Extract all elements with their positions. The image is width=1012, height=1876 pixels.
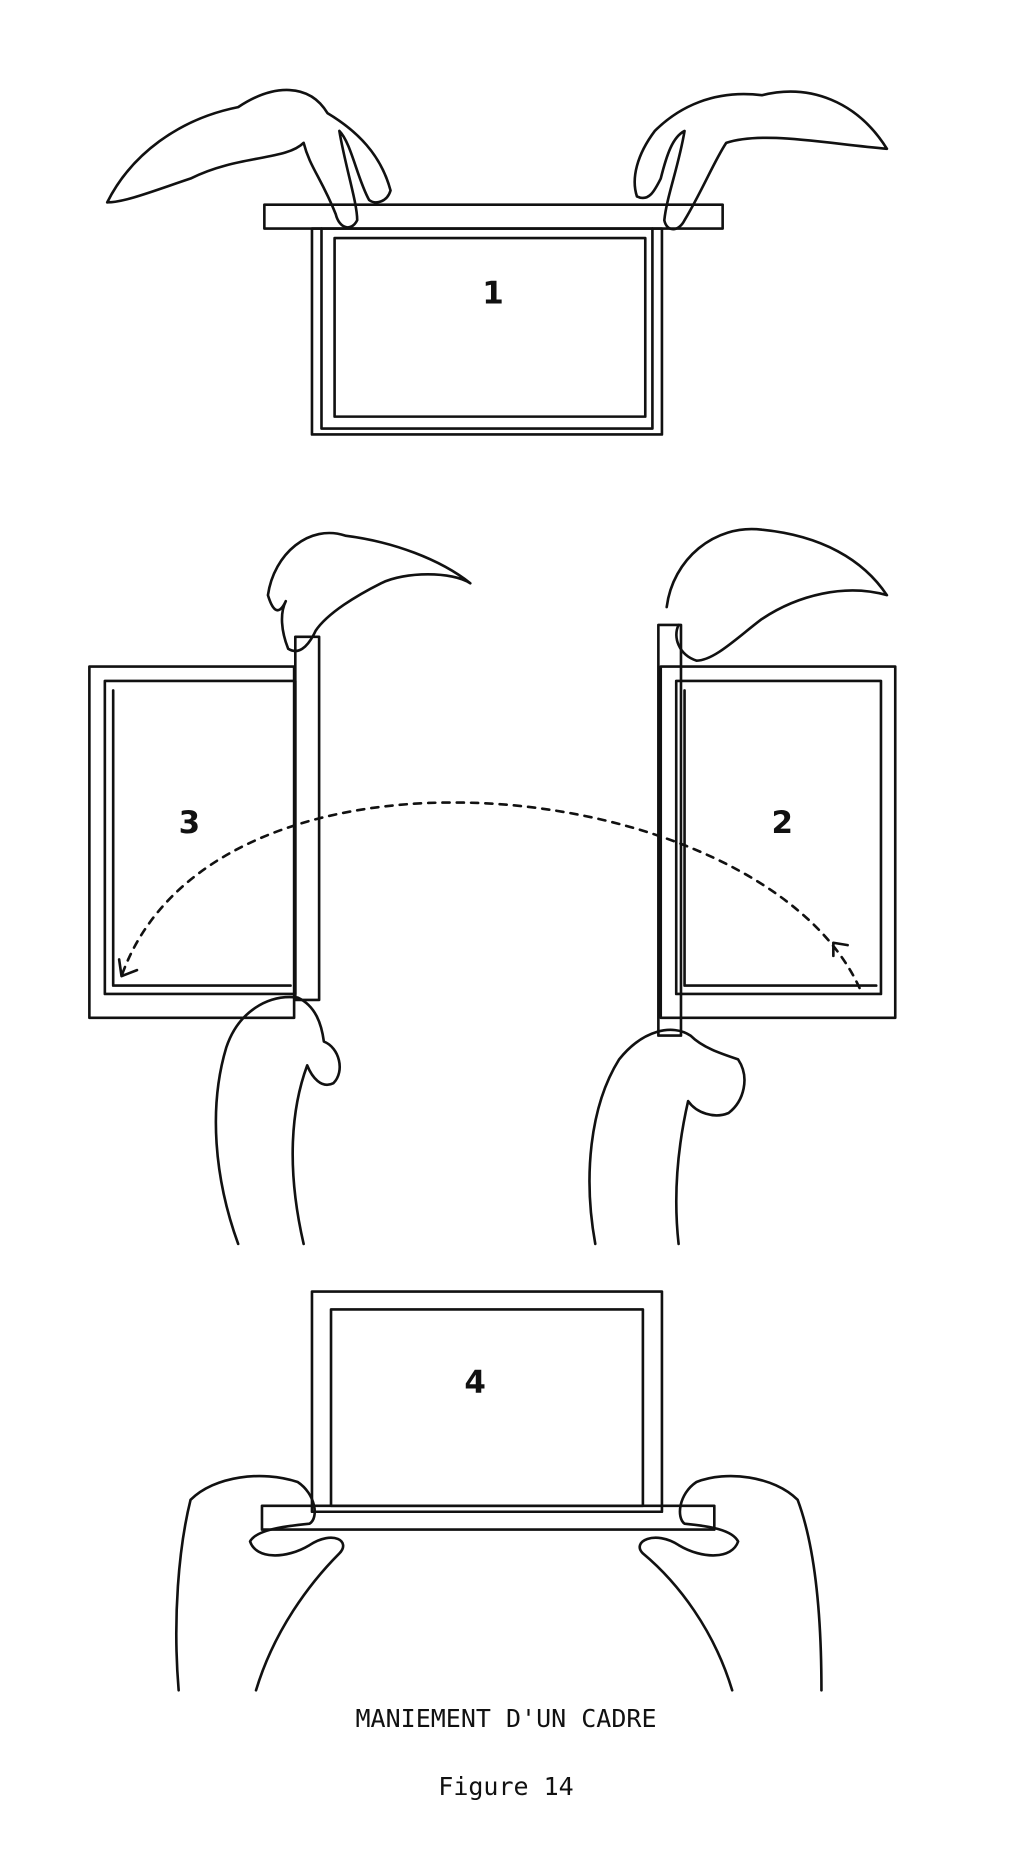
right-hand-icon xyxy=(633,90,889,231)
rotation-arrow-arc xyxy=(120,801,861,990)
step-label-2: 2 xyxy=(771,805,793,841)
frame-step-2 xyxy=(588,527,897,1246)
figure-title: MANIEMENT D'UN CADRE xyxy=(355,1704,657,1733)
frame-step-3 xyxy=(88,531,472,1246)
frame-step-1 xyxy=(105,88,889,436)
top-hand-icon xyxy=(665,527,889,662)
frame-step-4 xyxy=(175,1290,823,1692)
left-hand-icon xyxy=(175,1474,345,1692)
step-label-1: 1 xyxy=(482,276,504,312)
figure-number: Figure 14 xyxy=(438,1772,574,1801)
arrowhead-left xyxy=(117,958,139,978)
top-hand-icon xyxy=(266,531,472,653)
step-label-3: 3 xyxy=(179,805,201,841)
step-label-4: 4 xyxy=(464,1365,486,1401)
bottom-hand-icon xyxy=(588,1028,746,1246)
right-hand-icon xyxy=(638,1474,823,1692)
bottom-hand-icon xyxy=(214,995,342,1246)
left-hand-icon xyxy=(105,88,392,229)
arrowhead-right xyxy=(832,941,849,958)
